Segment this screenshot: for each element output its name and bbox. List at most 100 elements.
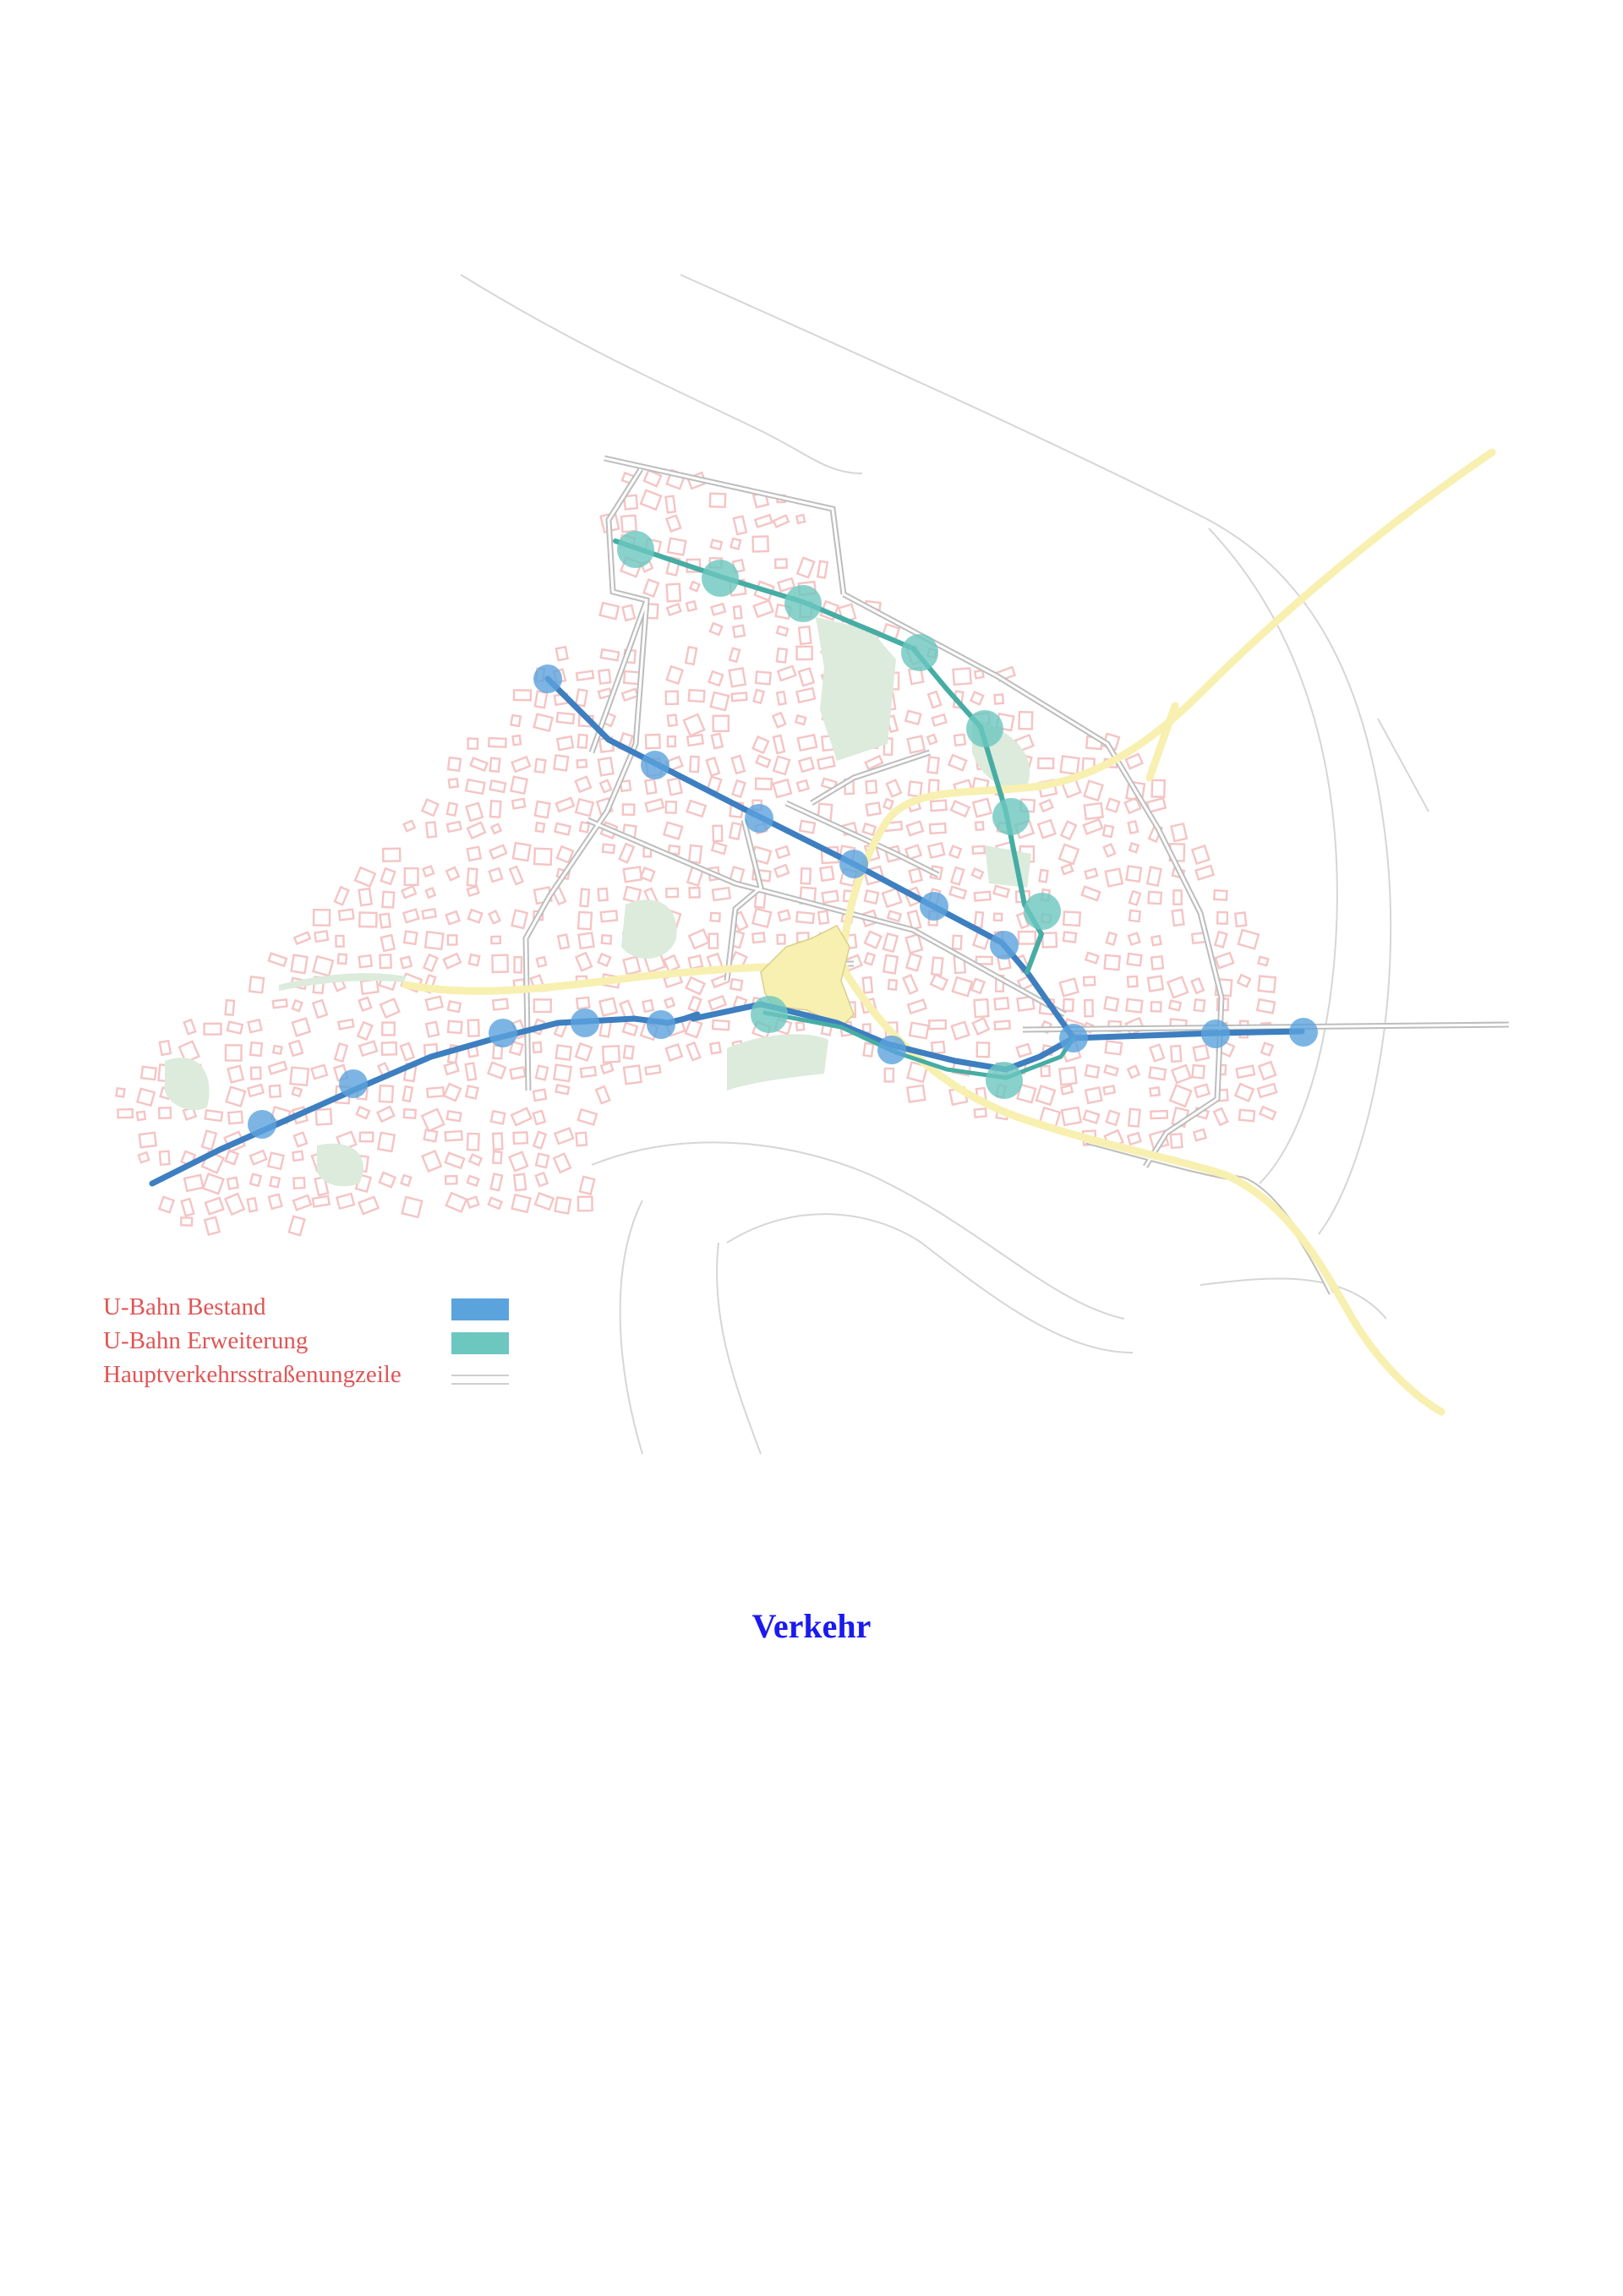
building xyxy=(1083,779,1104,802)
building xyxy=(731,779,746,799)
building xyxy=(421,907,438,920)
building xyxy=(1060,862,1074,876)
station-erweiterung[interactable] xyxy=(617,531,654,568)
building xyxy=(618,842,636,864)
building xyxy=(1084,998,1094,1018)
building xyxy=(992,912,1003,922)
building xyxy=(1016,1083,1037,1104)
building xyxy=(511,734,522,746)
building xyxy=(1257,1060,1277,1081)
highway xyxy=(402,448,1496,1416)
building xyxy=(335,1192,356,1211)
building xyxy=(599,1061,615,1075)
station-bestand[interactable] xyxy=(248,1110,276,1139)
building xyxy=(1212,888,1228,901)
station-bestand[interactable] xyxy=(1289,1018,1318,1047)
building xyxy=(752,688,766,705)
building xyxy=(732,604,743,620)
building xyxy=(887,978,899,991)
building xyxy=(466,1132,480,1151)
station-erweiterung[interactable] xyxy=(901,634,938,671)
building xyxy=(138,1131,158,1149)
building xyxy=(444,1174,458,1185)
building xyxy=(247,1018,263,1034)
building xyxy=(971,1016,991,1036)
building xyxy=(975,1041,991,1058)
legend: U-Bahn Bestand U-Bahn Erweiterung Hauptv… xyxy=(103,1292,526,1393)
building xyxy=(774,845,791,860)
building xyxy=(224,1044,243,1062)
station-erweiterung[interactable] xyxy=(966,710,1003,747)
building xyxy=(708,932,719,949)
station-bestand[interactable] xyxy=(339,1069,368,1098)
station-bestand[interactable] xyxy=(990,931,1019,959)
building xyxy=(249,1149,268,1166)
building xyxy=(445,1110,462,1123)
building xyxy=(287,1039,304,1058)
station-erweiterung[interactable] xyxy=(1024,893,1061,930)
building xyxy=(952,667,973,686)
station-bestand[interactable] xyxy=(647,1010,675,1039)
building xyxy=(1038,868,1049,883)
building xyxy=(375,1105,396,1123)
building xyxy=(379,912,391,929)
building xyxy=(948,845,963,860)
station-erweiterung[interactable] xyxy=(702,560,739,597)
building xyxy=(532,1109,547,1126)
legend-label-bestand: U-Bahn Bestand xyxy=(103,1293,266,1320)
building xyxy=(576,758,588,768)
building xyxy=(1216,910,1229,926)
station-bestand[interactable] xyxy=(1059,1024,1088,1052)
station-bestand[interactable] xyxy=(745,804,773,833)
station-bestand[interactable] xyxy=(571,1009,599,1037)
building xyxy=(577,733,588,750)
building xyxy=(664,800,678,814)
building xyxy=(511,797,527,810)
building xyxy=(754,670,773,686)
building xyxy=(1148,1066,1167,1081)
building xyxy=(533,757,547,774)
building xyxy=(973,910,985,929)
station-bestand[interactable] xyxy=(877,1036,906,1064)
building xyxy=(464,1084,479,1100)
building xyxy=(904,709,922,726)
building xyxy=(401,1195,424,1219)
building xyxy=(862,865,886,886)
station-erweiterung[interactable] xyxy=(784,585,822,622)
station-bestand[interactable] xyxy=(489,1019,517,1047)
station-bestand[interactable] xyxy=(1201,1020,1230,1048)
station-bestand[interactable] xyxy=(533,664,562,693)
building xyxy=(268,1084,282,1099)
building xyxy=(535,955,548,969)
building xyxy=(469,757,489,773)
station-erweiterung[interactable] xyxy=(992,798,1030,835)
building xyxy=(466,845,483,862)
building xyxy=(622,955,642,976)
building xyxy=(1036,818,1057,839)
building xyxy=(687,688,706,703)
station-bestand[interactable] xyxy=(920,892,948,921)
station-erweiterung[interactable] xyxy=(751,996,788,1033)
building xyxy=(951,934,963,950)
page-title: Verkehr xyxy=(751,1607,872,1645)
building xyxy=(949,866,965,886)
building xyxy=(1169,1044,1183,1063)
stations-bestand xyxy=(248,664,1318,1139)
building xyxy=(532,1130,548,1150)
station-bestand[interactable] xyxy=(641,751,669,779)
building xyxy=(816,560,829,579)
building xyxy=(489,757,501,774)
building xyxy=(492,1044,504,1060)
building xyxy=(403,866,419,887)
building xyxy=(337,908,355,921)
building xyxy=(665,664,685,686)
station-erweiterung[interactable] xyxy=(986,1062,1023,1099)
station-bestand[interactable] xyxy=(839,850,868,878)
building xyxy=(178,1040,200,1064)
building xyxy=(510,775,528,795)
building xyxy=(795,645,813,661)
building xyxy=(665,555,681,577)
building xyxy=(993,693,1005,705)
building xyxy=(491,954,510,974)
building xyxy=(1103,995,1120,1013)
